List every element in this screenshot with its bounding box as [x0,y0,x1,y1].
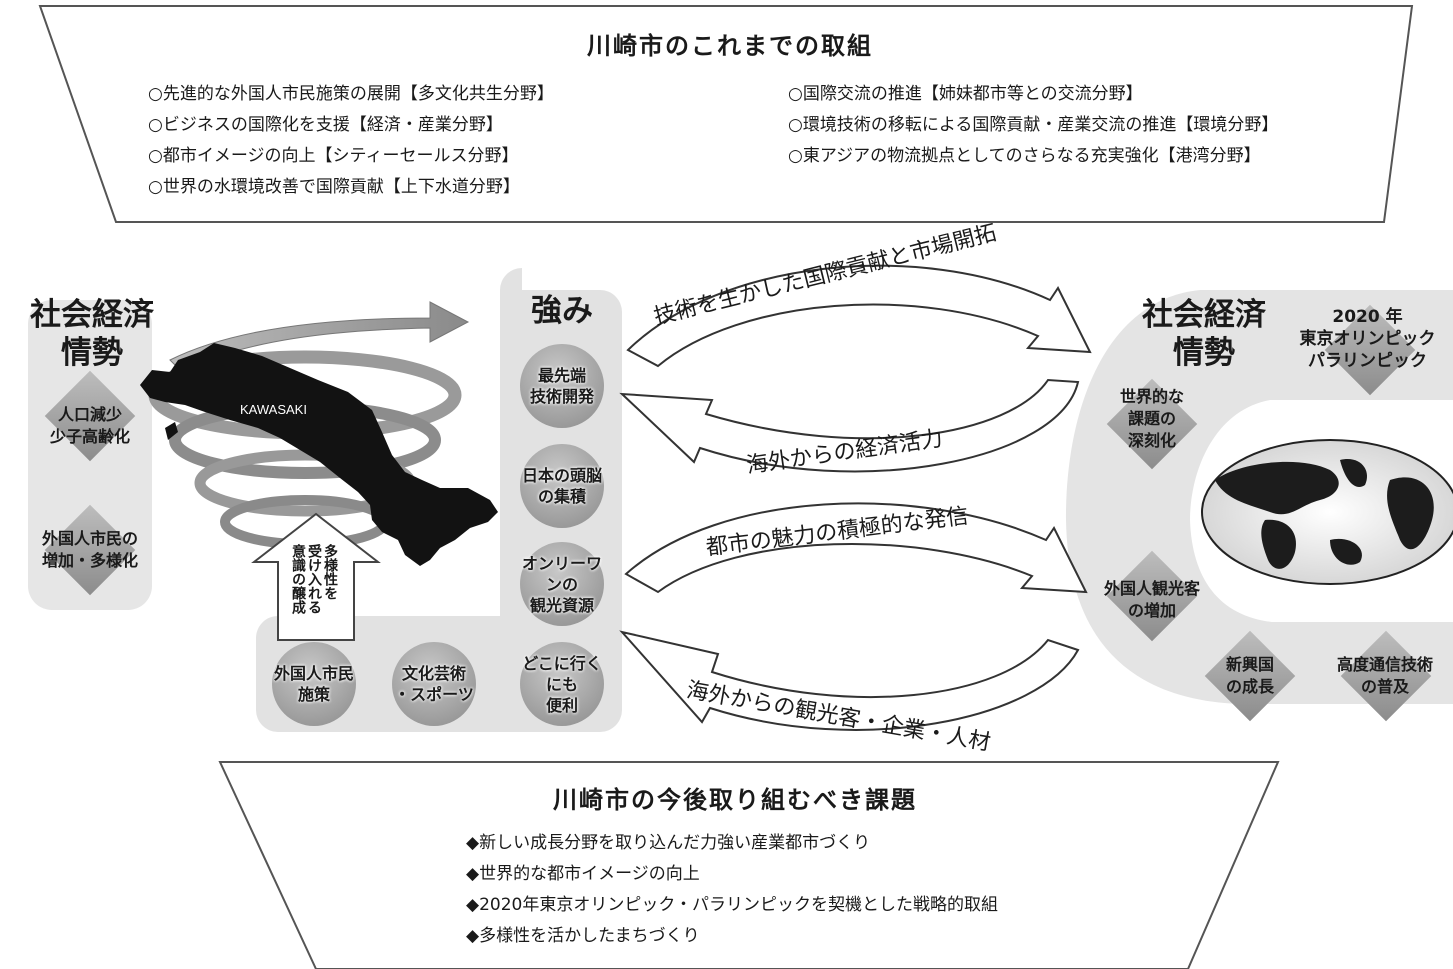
strength-culture-sports: 文化芸術・スポーツ [392,642,476,726]
arrow-in-1 [619,378,1080,473]
list-item: ◆2020年東京オリンピック・パラリンピックを契機とした戦略的取組 [466,895,998,915]
list-item: ◆新しい成長分野を取り込んだ力強い産業都市づくり [466,833,871,853]
list-item: ○都市イメージの向上【シティーセールス分野】 [148,146,519,166]
kawasaki-map [140,343,498,566]
top-box-left-list: ○先進的な外国人市民施策の展開【多文化共生分野】 ○ビジネスの国際化を支援【経済… [148,79,554,203]
strength-brains: 日本の頭脳の集積 [520,444,604,528]
arrow-in-2 [619,630,1080,731]
top-box-title: 川崎市のこれまでの取組 [587,32,873,60]
list-item: ○環境技術の移転による国際貢献・産業交流の推進【環境分野】 [788,115,1279,135]
bottom-box-list: ◆新しい成長分野を取り込んだ力強い産業都市づくり ◆世界的な都市イメージの向上 … [466,828,998,952]
strength-access: どこに行くにも便利 [520,642,604,726]
world-continents [1215,459,1434,569]
strength-tourism: オンリーワンの観光資源 [520,542,604,626]
diversity-arrow [251,512,381,641]
list-item: ◆多様性を活かしたまちづくり [466,926,700,946]
diversity-arrow-text: 多様性を 受け入れる 意識の醸成 [290,544,338,614]
left-item-foreign-residents: 外国人市民の 増加・多様化 [41,529,138,570]
right-panel-title: 社会経済 情勢 [1142,297,1266,371]
right-item-emerging: 新興国 の成長 [1225,655,1274,696]
bottom-box-frame [218,761,1280,969]
map-label: KAWASAKI [240,402,307,417]
strength-cutting-edge: 最先端技術開発 [520,344,604,428]
left-item-population: 人口減少 少子高齢化 [49,405,130,446]
strength-foreign-policy: 外国人市民施策 [272,642,356,726]
arrow-out-2 [624,502,1088,594]
bottom-box-title: 川崎市の今後取り組むべき課題 [553,786,917,814]
right-item-olympic: 2020 年 東京オリンピック パラリンピック [1299,307,1436,371]
right-item-tourists: 外国人観光客 の増加 [1103,579,1200,620]
list-item: ○世界の水環境改善で国際貢献【上下水道分野】 [148,177,520,197]
kawasaki-island [165,422,178,440]
arrow-out-1 [626,264,1092,368]
list-item: ◆世界的な都市イメージの向上 [466,864,700,884]
top-box-frame [38,5,1414,223]
top-box-right-list: ○国際交流の推進【姉妹都市等との交流分野】 ○環境技術の移転による国際貢献・産業… [788,79,1278,172]
right-item-global-issues: 世界的な 課題の 深刻化 [1119,387,1184,450]
left-panel-title: 社会経済 情勢 [30,297,154,371]
swirl-arrow [169,301,470,371]
list-item: ○国際交流の推進【姉妹都市等との交流分野】 [788,84,1143,104]
list-item: ○ビジネスの国際化を支援【経済・産業分野】 [148,115,503,135]
list-item: ○先進的な外国人市民施策の展開【多文化共生分野】 [148,84,554,104]
strengths-title: 強み [531,293,593,329]
list-item: ○東アジアの物流拠点としてのさらなる充実強化【港湾分野】 [788,146,1261,166]
right-item-telecom: 高度通信技術 の普及 [1336,655,1433,696]
